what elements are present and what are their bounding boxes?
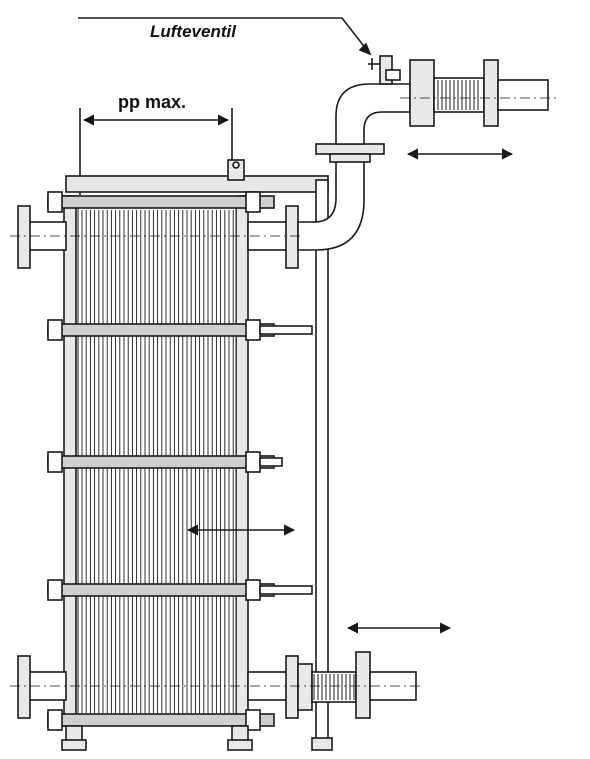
pp-max-label: pp max.	[118, 92, 187, 112]
bottom-bellows-ridges	[313, 674, 355, 700]
top-carrying-bar	[65, 159, 329, 193]
vent-leader-line	[78, 17, 372, 56]
bolt-extension	[259, 325, 313, 595]
center-lines	[10, 97, 560, 687]
top-expansion-joint	[409, 59, 549, 127]
vent-label: Lufteventil	[150, 22, 236, 41]
top-right-nozzle	[247, 83, 411, 269]
foot	[61, 725, 253, 751]
top-bellows-ridges	[437, 80, 479, 110]
bottom-left-nozzle	[17, 655, 67, 719]
air-vent-valve	[368, 55, 401, 85]
tie-bar	[47, 195, 275, 727]
support-column	[311, 179, 333, 751]
bottom-right-nozzle	[247, 651, 417, 719]
top-left-nozzle	[17, 205, 67, 269]
bolt-nut	[47, 191, 261, 731]
